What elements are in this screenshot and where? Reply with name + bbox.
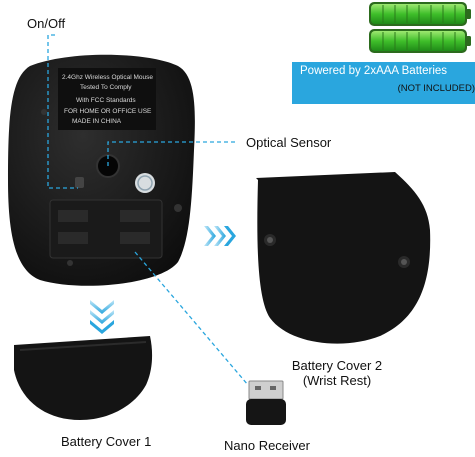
- mouse-bottom-view: [8, 54, 195, 286]
- nano-receiver-illustration: [246, 380, 286, 425]
- mouse-label-line1: 2.4Ghz Wireless Optical Mouse: [62, 74, 154, 81]
- mouse-label-line4: FOR HOME OR OFFICE USE: [64, 108, 152, 115]
- mouse-label-line2: Tested To Comply: [80, 84, 132, 91]
- on-off-label: On/Off: [27, 16, 66, 31]
- battery-cover-2-label: Battery Cover 2: [291, 358, 383, 373]
- battery-banner-title: Powered by 2xAAA Batteries: [300, 65, 448, 77]
- battery-icon: [369, 2, 471, 26]
- nano-receiver-label: Nano Receiver: [224, 438, 310, 453]
- arrow-right-icon: [204, 226, 236, 246]
- battery-cover-2-sublabel: (Wrist Rest): [302, 373, 372, 388]
- nano-receiver-callout-line: [134, 251, 249, 386]
- battery-cover-1-illustration: [14, 336, 153, 420]
- battery-banner-note: (NOT INCLUDED): [397, 83, 475, 94]
- battery-cover-2-illustration: [256, 172, 431, 344]
- mouse-label-line5: MADE IN CHINA: [72, 118, 122, 125]
- battery-icon: [369, 29, 471, 53]
- optical-sensor-label: Optical Sensor: [246, 135, 332, 150]
- optical-sensor-callout-line: [107, 141, 238, 166]
- arrow-down-icon: [90, 300, 114, 334]
- on-off-callout-line: [47, 34, 78, 189]
- battery-cover-1-label: Battery Cover 1: [61, 434, 152, 449]
- callout-lines: [47, 34, 249, 386]
- mouse-label-line3: With FCC Standards: [76, 97, 136, 104]
- battery-banner: [292, 62, 475, 104]
